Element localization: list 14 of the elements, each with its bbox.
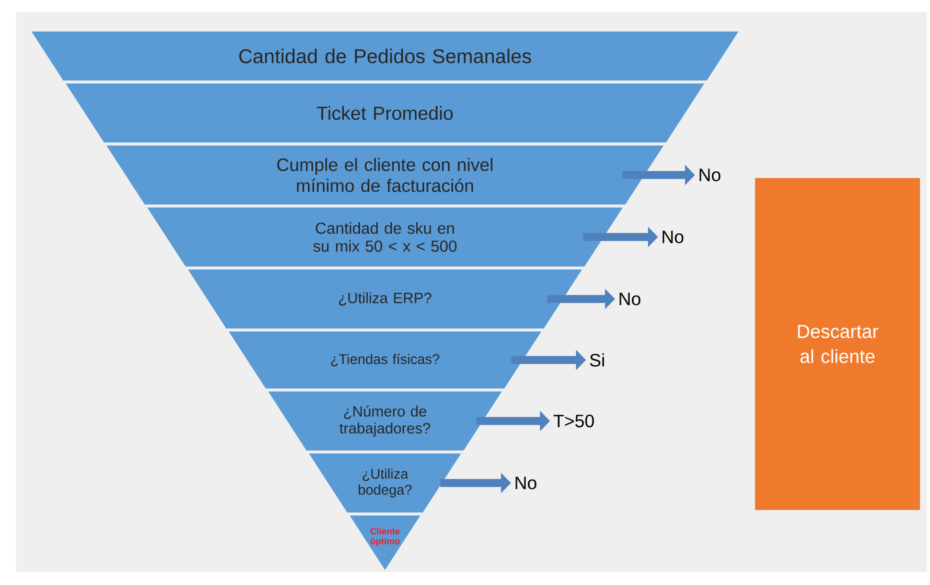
outcome-text: T>50 (554, 414, 594, 428)
funnel-band: Cliente óptimo (350, 516, 420, 570)
outcome-text: Si (590, 353, 604, 367)
funnel-band: Ticket Promedio (66, 84, 704, 142)
outcome-text: No (700, 168, 720, 182)
funnel-band: ¿Utiliza bodega? (308, 454, 462, 512)
funnel-band: ¿Número de trabajadores? (268, 392, 502, 450)
outcome-text: No (662, 230, 684, 244)
funnel-band: Cantidad de Pedidos Semanales (32, 32, 738, 80)
discard-box: Descartar al cliente (755, 178, 920, 510)
funnel-band: Cumple el cliente con nivel mínimo de facturación (106, 146, 664, 204)
funnel-band: ¿Tiendas físicas? (228, 332, 542, 388)
outcome-text: No (620, 292, 640, 306)
outcome-text: No (516, 476, 536, 490)
